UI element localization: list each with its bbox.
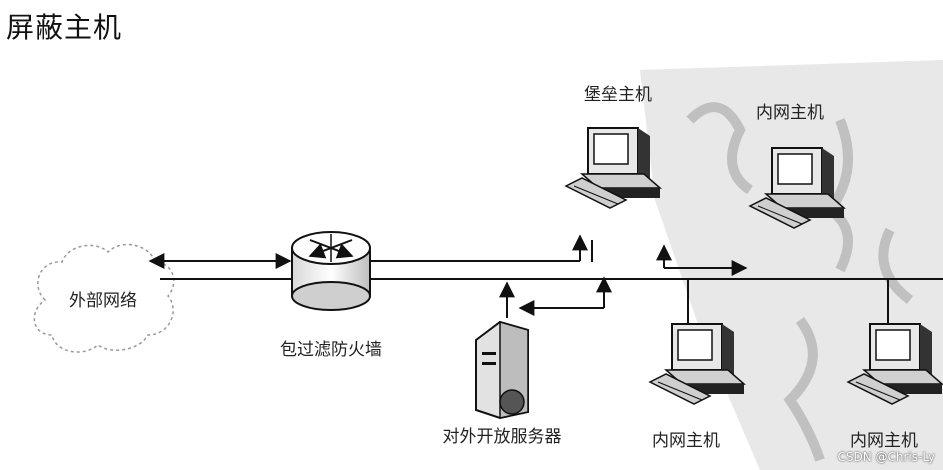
internal-host-bottom-2-label: 内网主机 — [850, 431, 918, 451]
public-server-label: 对外开放服务器 — [443, 427, 562, 447]
bastion-internal-arrow — [656, 244, 748, 276]
firewall-label: 包过滤防火墙 — [280, 340, 382, 360]
watermark-band — [640, 60, 943, 470]
external-network-cloud: 外部网络 — [33, 243, 175, 353]
cloud-firewall-links — [148, 253, 300, 280]
watermark-text: CSDN @Chris-Ly — [837, 450, 935, 464]
firewall-router — [291, 231, 371, 311]
bastion-host — [565, 127, 661, 209]
bastion-host-label: 堡垒主机 — [584, 85, 652, 105]
firewall-bastion-link — [370, 234, 943, 280]
internal-host-bottom-1 — [649, 323, 745, 405]
page-title: 屏蔽主机 — [6, 11, 123, 44]
public-server — [475, 320, 529, 420]
bastion-server-arrow — [499, 276, 612, 318]
external-network-label: 外部网络 — [69, 291, 137, 311]
internal-host-top-label: 内网主机 — [756, 103, 824, 123]
internal-host-bottom-1-label: 内网主机 — [652, 431, 720, 451]
